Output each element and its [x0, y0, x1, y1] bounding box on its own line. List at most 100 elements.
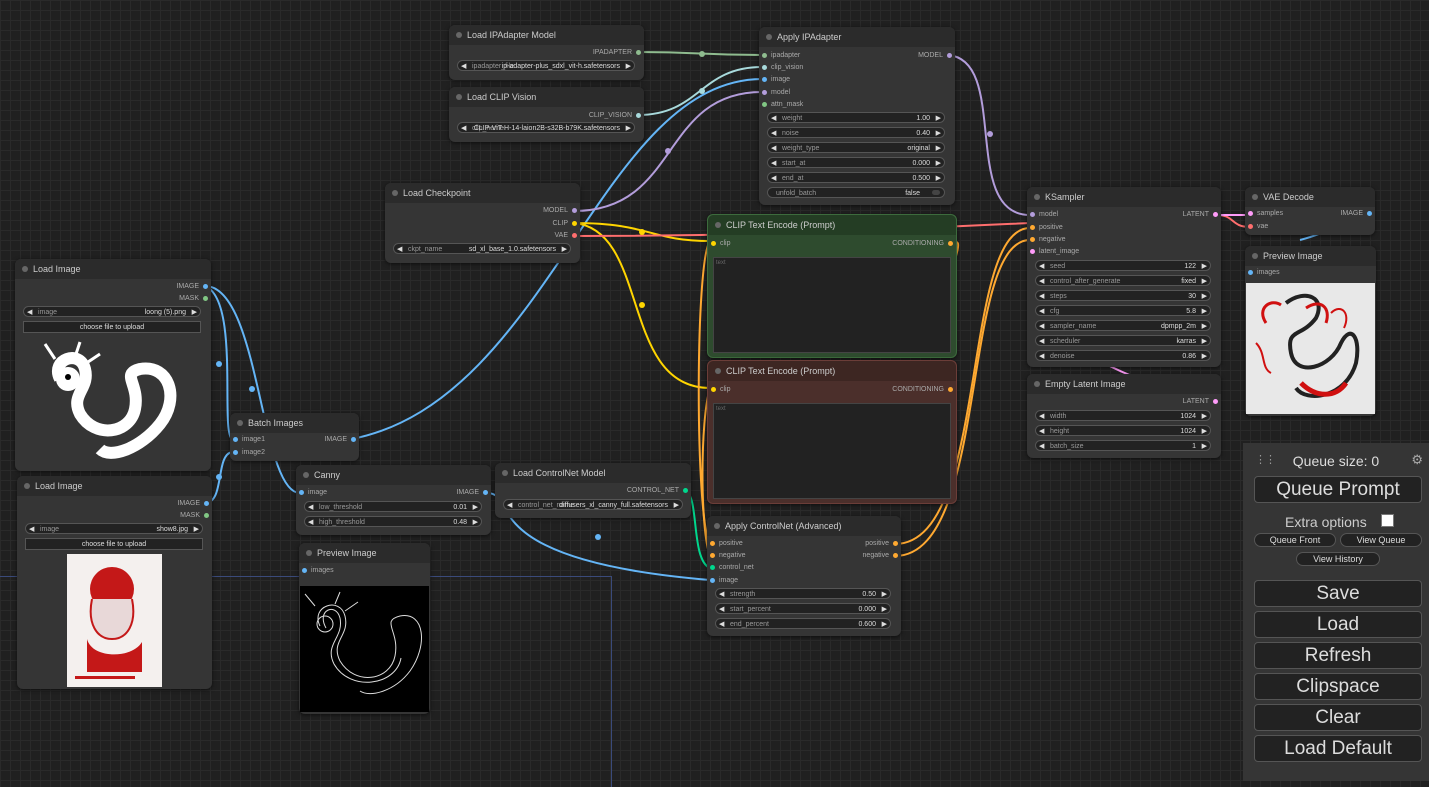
clipspace-button[interactable]: Clipspace: [1254, 673, 1422, 700]
slot-dot[interactable]: [1030, 212, 1035, 217]
output-positive[interactable]: positive: [865, 539, 898, 549]
slot-dot[interactable]: [948, 387, 953, 392]
arrow-left-icon[interactable]: ◀: [719, 621, 725, 628]
arrow-right-icon[interactable]: ▶: [1201, 323, 1207, 330]
arrow-right-icon[interactable]: ▶: [935, 175, 941, 182]
input-clip-vision[interactable]: clip_vision: [762, 63, 803, 73]
slot-dot[interactable]: [1030, 237, 1035, 242]
extra-options-checkbox[interactable]: [1381, 514, 1394, 527]
save-button[interactable]: Save: [1254, 580, 1422, 607]
output-image[interactable]: IMAGE: [1340, 209, 1372, 219]
clear-button[interactable]: Clear: [1254, 704, 1422, 731]
slot-dot[interactable]: [572, 233, 577, 238]
slot-dot[interactable]: [710, 553, 715, 558]
slot-dot[interactable]: [302, 568, 307, 573]
arrow-right-icon[interactable]: ▶: [673, 502, 679, 509]
arrow-left-icon[interactable]: ◀: [1039, 308, 1045, 315]
slot-dot[interactable]: [299, 490, 304, 495]
slot-dot[interactable]: [203, 296, 208, 301]
input-model[interactable]: model: [762, 88, 790, 98]
arrow-left-icon[interactable]: ◀: [1039, 293, 1045, 300]
input-images[interactable]: images: [1248, 268, 1280, 278]
input-negative[interactable]: negative: [710, 551, 745, 561]
arrow-right-icon[interactable]: ▶: [625, 125, 631, 132]
slot-dot[interactable]: [762, 65, 767, 70]
arrow-right-icon[interactable]: ▶: [1201, 338, 1207, 345]
slot-dot[interactable]: [893, 553, 898, 558]
node-title[interactable]: Apply IPAdapter: [759, 27, 955, 47]
node-load-ipadapter-model[interactable]: Load IPAdapter Model IPADAPTER ◀ipadapte…: [449, 25, 644, 80]
slot-dot[interactable]: [636, 113, 641, 118]
node-load-controlnet-model[interactable]: Load ControlNet Model CONTROL_NET ◀contr…: [495, 463, 691, 518]
arrow-right-icon[interactable]: ▶: [1201, 353, 1207, 360]
arrow-right-icon[interactable]: ▶: [1201, 293, 1207, 300]
input-latent-image[interactable]: latent_image: [1030, 247, 1079, 257]
node-title[interactable]: Load Checkpoint: [385, 183, 580, 203]
output-image[interactable]: IMAGE: [324, 435, 356, 445]
arrow-right-icon[interactable]: ▶: [935, 160, 941, 167]
arrow-left-icon[interactable]: ◀: [308, 504, 314, 511]
input-images[interactable]: images: [302, 566, 334, 576]
arrow-right-icon[interactable]: ▶: [881, 621, 887, 628]
node-title[interactable]: Load ControlNet Model: [495, 463, 691, 483]
output-image[interactable]: IMAGE: [177, 499, 209, 509]
arrow-right-icon[interactable]: ▶: [191, 309, 197, 316]
input-control-net[interactable]: control_net: [710, 563, 754, 573]
slot-dot[interactable]: [948, 241, 953, 246]
arrow-left-icon[interactable]: ◀: [308, 519, 314, 526]
arrow-right-icon[interactable]: ▶: [935, 145, 941, 152]
slot-dot[interactable]: [351, 437, 356, 442]
output-clip[interactable]: CLIP: [552, 219, 577, 229]
node-title[interactable]: Load CLIP Vision: [449, 87, 644, 107]
output-mask[interactable]: MASK: [180, 511, 209, 521]
node-title[interactable]: Preview Image: [1245, 246, 1376, 266]
arrow-left-icon[interactable]: ◀: [771, 145, 777, 152]
node-clip-text-encode-negative[interactable]: CLIP Text Encode (Prompt) clip CONDITION…: [707, 360, 957, 504]
arrow-right-icon[interactable]: ▶: [1201, 443, 1207, 450]
output-mask[interactable]: MASK: [179, 294, 208, 304]
node-batch-images[interactable]: Batch Images image1 image2 IMAGE: [230, 413, 359, 461]
output-control-net[interactable]: CONTROL_NET: [627, 486, 688, 496]
node-title[interactable]: Canny: [296, 465, 491, 485]
choose-file-button[interactable]: choose file to upload: [25, 538, 203, 550]
arrow-left-icon[interactable]: ◀: [1039, 428, 1045, 435]
node-apply-ipadapter[interactable]: Apply IPAdapter ipadapter clip_vision im…: [759, 27, 955, 205]
input-image[interactable]: image: [710, 576, 738, 586]
slot-dot[interactable]: [947, 53, 952, 58]
output-image[interactable]: IMAGE: [456, 488, 488, 498]
choose-file-button[interactable]: choose file to upload: [23, 321, 201, 333]
node-clip-text-encode-positive[interactable]: CLIP Text Encode (Prompt) clip CONDITION…: [707, 214, 957, 358]
slot-dot[interactable]: [204, 513, 209, 518]
input-attn-mask[interactable]: attn_mask: [762, 100, 803, 110]
arrow-left-icon[interactable]: ◀: [771, 160, 777, 167]
refresh-button[interactable]: Refresh: [1254, 642, 1422, 669]
output-latent[interactable]: LATENT: [1183, 397, 1218, 407]
arrow-right-icon[interactable]: ▶: [1201, 428, 1207, 435]
slot-dot[interactable]: [762, 90, 767, 95]
slot-dot[interactable]: [893, 541, 898, 546]
node-title[interactable]: Preview Image: [299, 543, 430, 563]
node-title[interactable]: Load Image: [17, 476, 212, 496]
toggle-knob-icon[interactable]: [932, 190, 940, 195]
slot-dot[interactable]: [683, 488, 688, 493]
arrow-left-icon[interactable]: ◀: [27, 309, 33, 316]
arrow-left-icon[interactable]: ◀: [1039, 263, 1045, 270]
load-button[interactable]: Load: [1254, 611, 1422, 638]
queue-front-button[interactable]: Queue Front: [1254, 533, 1336, 547]
slot-dot[interactable]: [636, 50, 641, 55]
output-negative[interactable]: negative: [863, 551, 898, 561]
